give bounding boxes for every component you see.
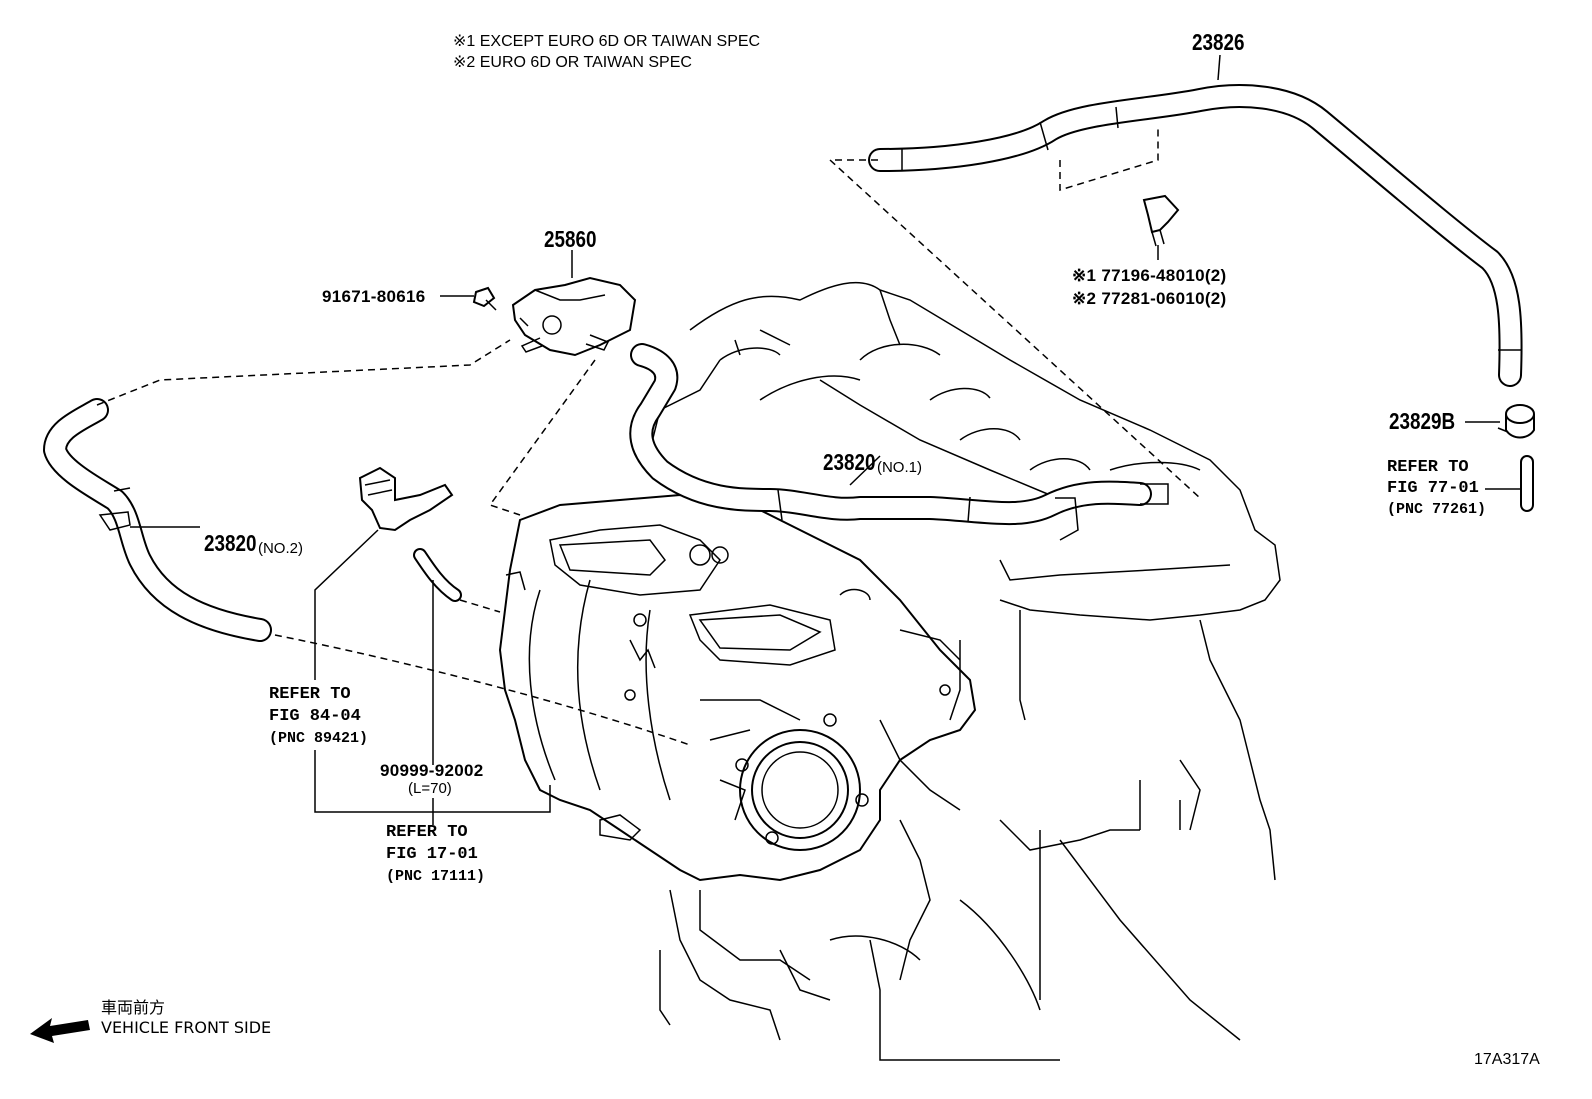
ref-fig84-line3: (PNC 89421)	[269, 730, 369, 747]
engine-block-outline	[649, 281, 1281, 1061]
ref-fig17-line1: REFER TO	[386, 823, 468, 842]
hose-no2-suffix: (NO.2)	[257, 540, 303, 557]
part-number-25860: 25860	[544, 226, 597, 252]
part-number-clamp-spec2: ※2 77281-06010(2)	[1072, 289, 1227, 308]
ref-fig17-line2: FIG 17-01	[386, 845, 478, 864]
clip-23829b	[1497, 404, 1535, 439]
part-number-bolt: 91671-80616	[322, 287, 426, 306]
part-number-23820-no1: 23820(NO.1)	[815, 435, 922, 476]
ref-fig84-line2: FIG 84-04	[269, 707, 361, 726]
ref-fig77-line1: REFER TO	[1387, 458, 1469, 477]
part-number-23829b: 23829B	[1389, 408, 1456, 434]
ref-fig77-line3: (PNC 77261)	[1387, 501, 1487, 518]
pressure-sensor	[358, 466, 454, 532]
hose-no1-number: 23820	[823, 449, 876, 475]
hose-23820-no2	[43, 398, 272, 642]
part-number-small-hose: 90999-92002	[380, 761, 484, 780]
hose-23826	[868, 84, 1523, 387]
part-number-23820-no2: 23820(NO.2)	[196, 516, 303, 557]
hose-no1-suffix: (NO.1)	[876, 459, 922, 476]
small-hose-90999	[413, 548, 462, 602]
front-direction-jp: 車両前方	[101, 998, 166, 1017]
small-hose-length: (L=70)	[408, 780, 452, 797]
arrow-left-icon	[30, 1018, 90, 1043]
bolt-91671	[472, 286, 497, 311]
hose-23820-no1	[629, 343, 1169, 541]
note-spec2: ※2 EURO 6D OR TAIWAN SPEC	[453, 54, 692, 71]
hose-no2-number: 23820	[204, 530, 257, 556]
part-number-clamp-spec1: ※1 77196-48010(2)	[1072, 266, 1227, 285]
note-spec1: ※1 EXCEPT EURO 6D OR TAIWAN SPEC	[453, 33, 761, 50]
ref-fig84-line1: REFER TO	[269, 685, 351, 704]
intake-manifold	[498, 493, 977, 882]
diagram-code: 17A317A	[1474, 1051, 1540, 1068]
ref-fig77-line2: FIG 77-01	[1387, 479, 1479, 498]
part-number-23826: 23826	[1192, 29, 1245, 55]
dashed-connectors	[96, 125, 1201, 746]
ref-fig17-line3: (PNC 17111)	[386, 868, 486, 885]
front-direction-en: VEHICLE FRONT SIDE	[101, 1018, 272, 1037]
vsv-valve-25860	[511, 276, 637, 357]
hose-clamp	[1142, 194, 1180, 247]
leader-lines	[130, 54, 1520, 825]
